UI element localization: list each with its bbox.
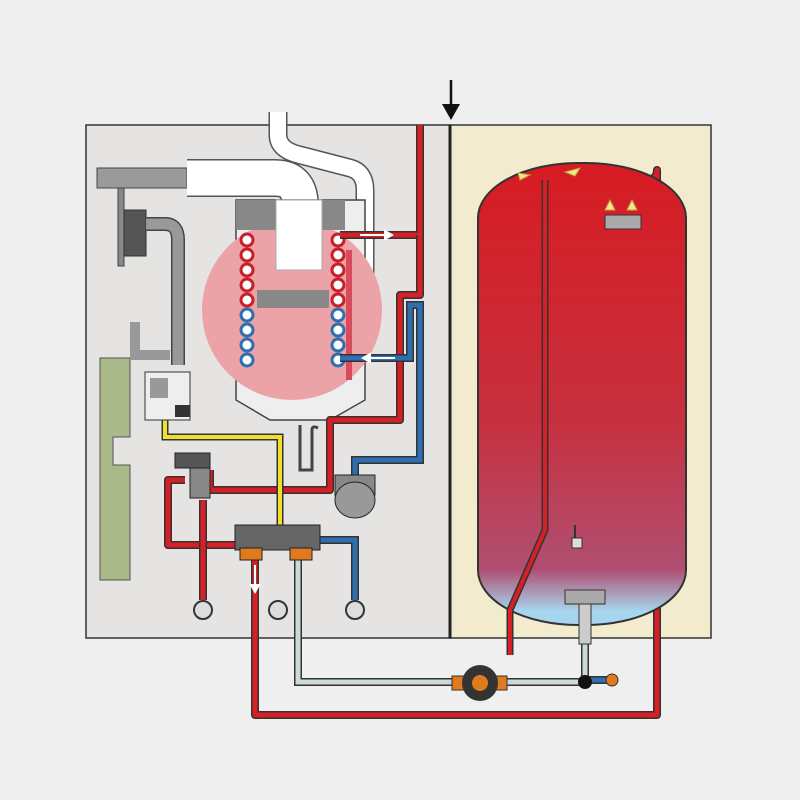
heat-exchanger <box>202 199 382 472</box>
pump-icon <box>451 665 508 701</box>
coil-turn <box>330 247 346 263</box>
coil-turn <box>330 322 346 338</box>
coil-turn <box>239 292 255 308</box>
return-pipe <box>294 560 589 686</box>
coil-turn <box>239 277 255 293</box>
coil-turn <box>330 277 346 293</box>
valve-icon <box>578 673 619 689</box>
coil-turn <box>330 337 346 353</box>
coil-turn <box>239 337 255 353</box>
coil-turn <box>239 232 255 248</box>
plate-heat-exchanger <box>234 524 321 561</box>
coil-turn <box>239 322 255 338</box>
sensor-icon <box>571 525 583 549</box>
anode-icon <box>604 214 642 230</box>
coil-turn <box>239 247 255 263</box>
gas-pipe <box>161 420 284 545</box>
diverter-valve <box>174 452 211 499</box>
coil-turn <box>239 262 255 278</box>
coil-turn <box>330 307 346 323</box>
service-valves <box>193 600 365 620</box>
inlet-diffuser <box>564 589 606 645</box>
fan-assembly <box>96 167 188 365</box>
coil-turn <box>239 352 255 368</box>
flow-arrow-down-icon <box>442 80 460 120</box>
coil-turn <box>330 292 346 308</box>
coil-turn <box>330 262 346 278</box>
pump-boiler <box>334 474 376 519</box>
coil-turn <box>239 307 255 323</box>
hot-water-cylinder <box>477 162 687 626</box>
direction-arrows <box>249 229 395 595</box>
control-board <box>99 357 131 581</box>
flow-arrows <box>517 167 638 211</box>
gas-valve <box>144 371 191 421</box>
